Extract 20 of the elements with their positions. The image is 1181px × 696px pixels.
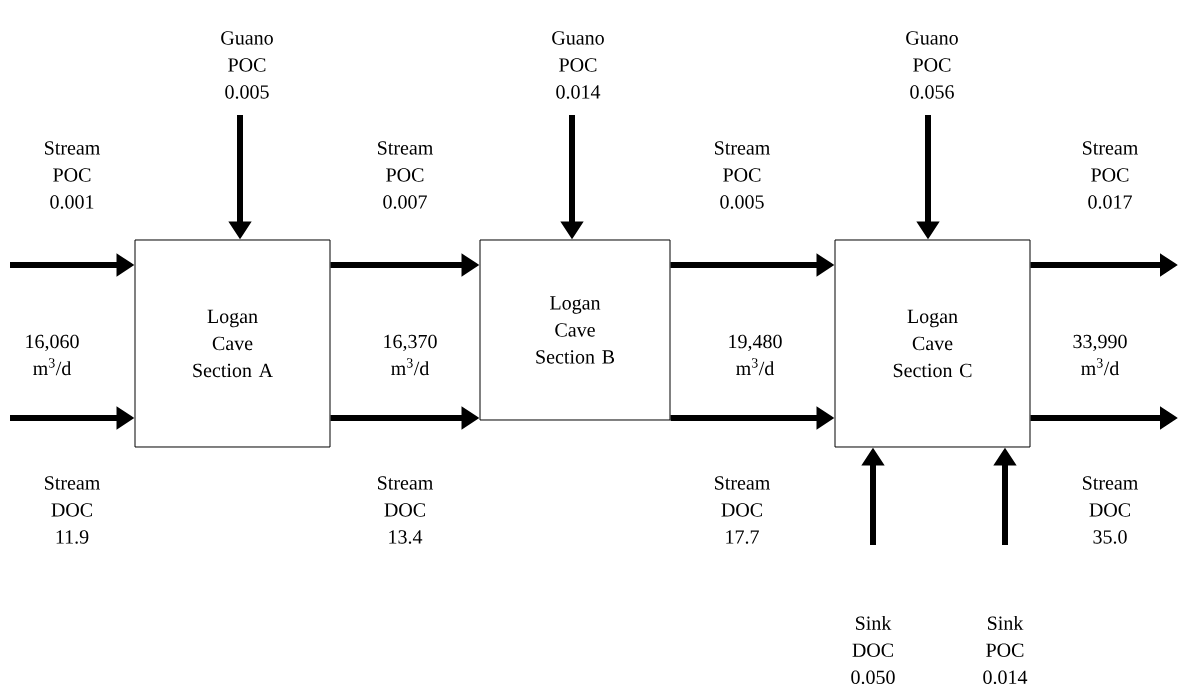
- flow-label: Sink POC 0.014: [983, 615, 1028, 685]
- flow-label: Guano POC 0.005: [221, 31, 273, 99]
- flow-label: Stream POC 0.017: [1083, 141, 1138, 209]
- flow-rate-label: 16,370 m$^{3}$/d: [384, 334, 437, 376]
- section-box: Logan Cave Section B: [479, 239, 671, 421]
- section-box: Logan Cave Section C: [834, 239, 1031, 448]
- flow-rate-label: 16,060 m$^{3}$/d: [26, 334, 79, 376]
- flow-rate-label: 19,480 m$^{3}$/d: [729, 334, 782, 376]
- flow-rate-label: 33,990 m$^{3}$/d: [1073, 334, 1127, 376]
- flow-label: Stream POC 0.007: [378, 141, 434, 209]
- flow-label: Stream DOC 35.0: [1083, 476, 1138, 544]
- flow-label: Guano POC 0.014: [552, 31, 604, 99]
- flow-label: Guano POC 0.056: [906, 31, 958, 99]
- flow-label: Stream DOC 17.7: [715, 476, 770, 544]
- flow-label: Sink DOC 0.050: [851, 615, 895, 685]
- flow-label: Stream DOC 13.4: [378, 476, 434, 544]
- flow-label: Stream POC 0.005: [715, 141, 770, 209]
- flow-label: Stream DOC 11.9: [45, 476, 101, 544]
- flow-label: Stream POC 0.001: [45, 141, 101, 209]
- section-box: Logan Cave Section A: [134, 239, 331, 448]
